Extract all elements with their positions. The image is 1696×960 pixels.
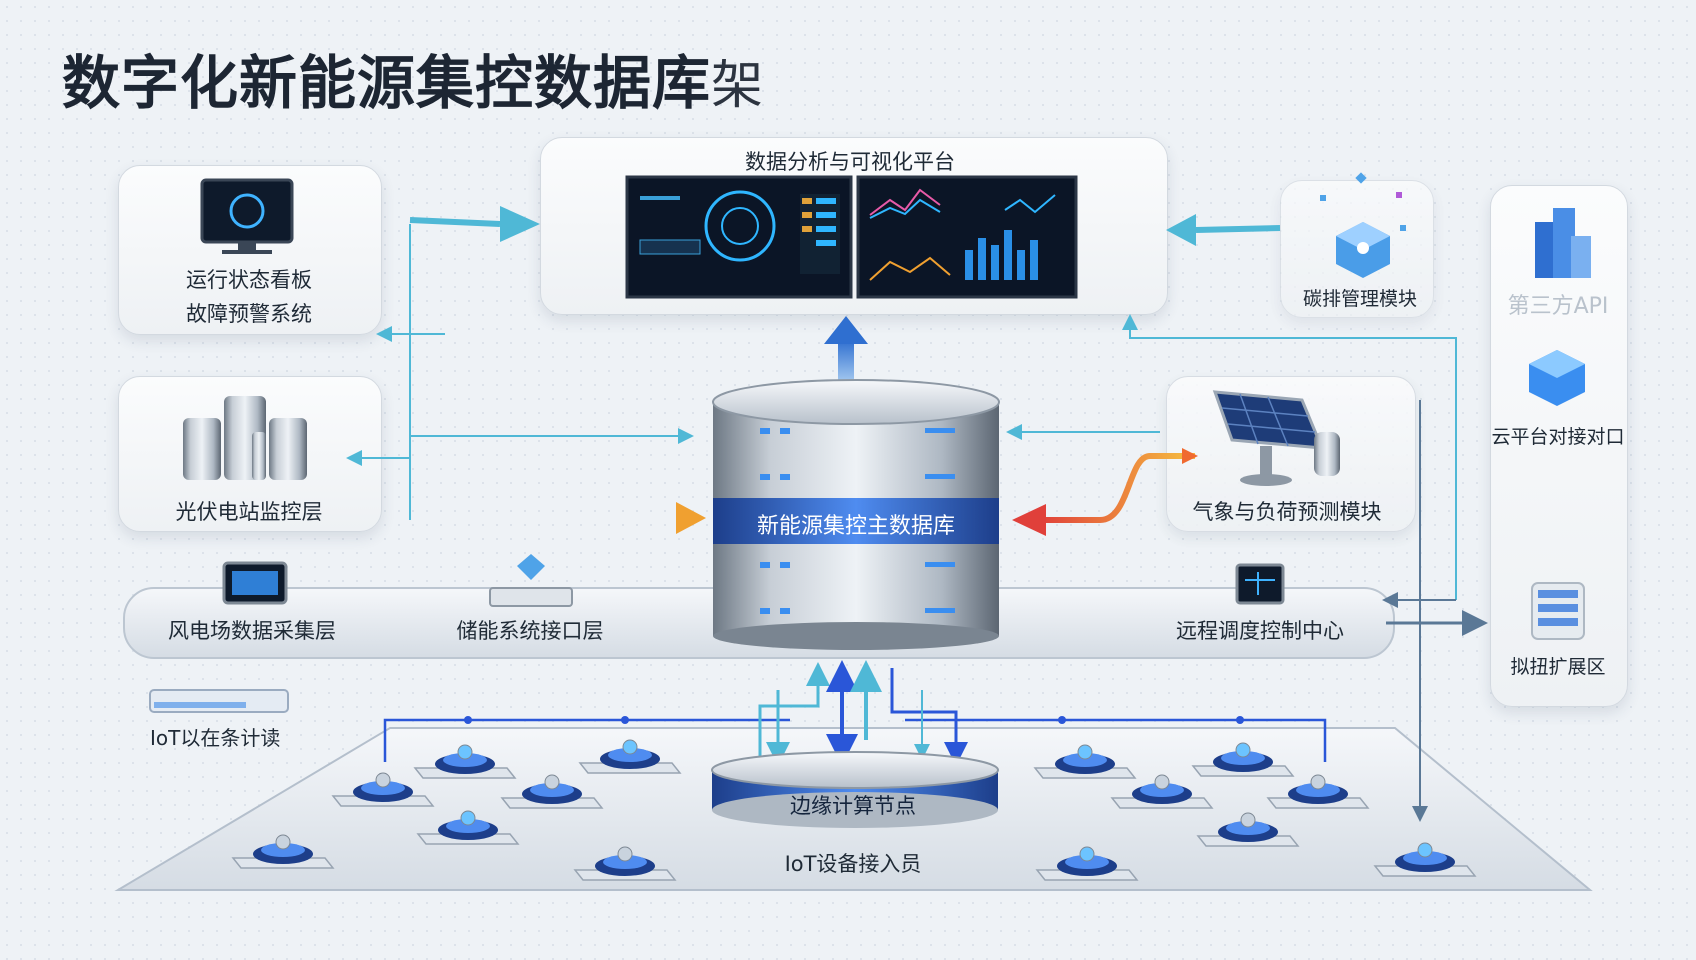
status-board-label-2: 故障预警系统 — [186, 302, 312, 326]
main-db-label: 新能源集控主数据库 — [756, 514, 956, 539]
extend-label: 拟扭扩展区 — [1510, 656, 1606, 678]
iot-access-label: IoT设备接入员 — [784, 852, 922, 876]
edge-node-disk — [711, 751, 999, 828]
platform-label: 数据分析与可视化平台 — [745, 150, 955, 174]
page-title-glyph: 架 — [711, 56, 765, 116]
status-board-label-1: 运行状态看板 — [186, 268, 312, 292]
building-icon — [1535, 208, 1591, 278]
storage-device-icon — [489, 554, 573, 607]
solar-panel-icon — [1212, 390, 1340, 486]
server-rack-icon — [1531, 582, 1585, 640]
remote-label: 远程调度控制中心 — [1176, 619, 1344, 643]
iot-sensor-device — [416, 810, 520, 845]
battery-icon — [183, 396, 307, 480]
edge-label: 边缘计算节点 — [790, 794, 916, 818]
storage-label: 储能系统接口层 — [456, 619, 604, 643]
connection-arrows — [346, 206, 1488, 822]
cloud-label: 云平台对接对口 — [1491, 426, 1625, 448]
weather-label: 气象与负荷预测模块 — [1192, 500, 1382, 524]
iot-sensor-device — [1110, 774, 1214, 809]
main-database-stack — [712, 379, 1000, 650]
dashboard-screens — [625, 175, 1078, 299]
iot-sensor-device — [500, 774, 604, 809]
iot-devices — [231, 739, 1477, 881]
iot-legend-label: IoT以在条计读 — [150, 726, 281, 750]
page-title: 数字化新能源集控数据库架 — [62, 36, 764, 120]
iot-sensor-device — [1373, 842, 1477, 877]
third-party-label: 第三方API — [1507, 294, 1609, 319]
remote-screen-icon — [1235, 563, 1285, 605]
carbon-label: 碳排管理模块 — [1302, 288, 1418, 310]
iot-sensor-device — [573, 846, 677, 881]
monitor-icon — [200, 178, 294, 254]
iot-sensor-device — [1035, 846, 1139, 881]
pv-monitor-label: 光伏电站监控层 — [175, 500, 323, 524]
iot-sensor-device — [1196, 812, 1300, 847]
wind-tablet-icon — [222, 561, 288, 605]
carbon-cube-icon — [1320, 172, 1406, 278]
page-title-text: 数字化新能源集控数据库 — [62, 49, 712, 117]
iot-sensor-device — [1191, 742, 1295, 777]
cloud-cube-icon — [1529, 350, 1585, 406]
iot-sensor-device — [231, 834, 335, 869]
wind-label: 风电场数据采集层 — [168, 619, 336, 643]
iot-sensor-device — [1266, 774, 1370, 809]
iot-legend-bar — [149, 689, 289, 713]
iot-sensor-device — [1033, 744, 1137, 779]
iot-sensor-device — [331, 772, 435, 807]
iot-sensor-device — [578, 739, 682, 774]
iot-sensor-device — [413, 744, 517, 779]
